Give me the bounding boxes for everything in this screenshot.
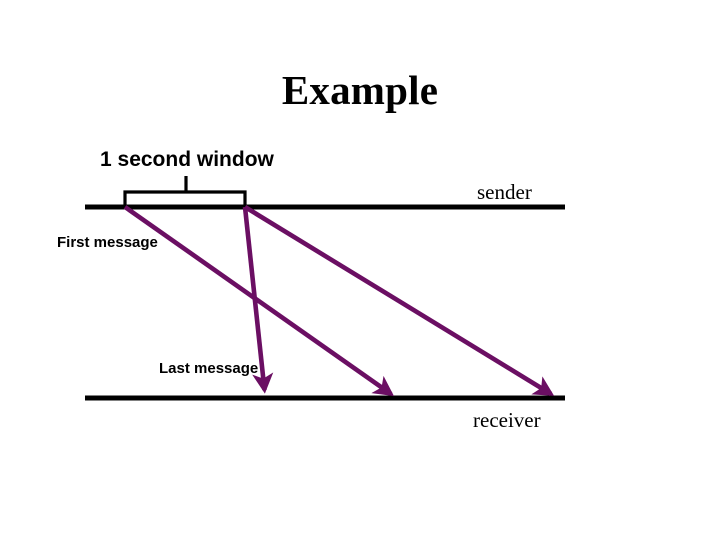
receiver-label: receiver [473,408,541,432]
one-second-window-label: 1 second window [100,148,274,171]
last-message-vertical-arrow [242,206,274,394]
first-message-label: First message [57,234,158,251]
page-title: Example [281,67,439,113]
sender-label: sender [477,180,532,204]
first-message-arrow [123,205,395,397]
last-message-label: Last message [159,360,259,377]
last-message-diagonal-arrow [243,205,555,396]
